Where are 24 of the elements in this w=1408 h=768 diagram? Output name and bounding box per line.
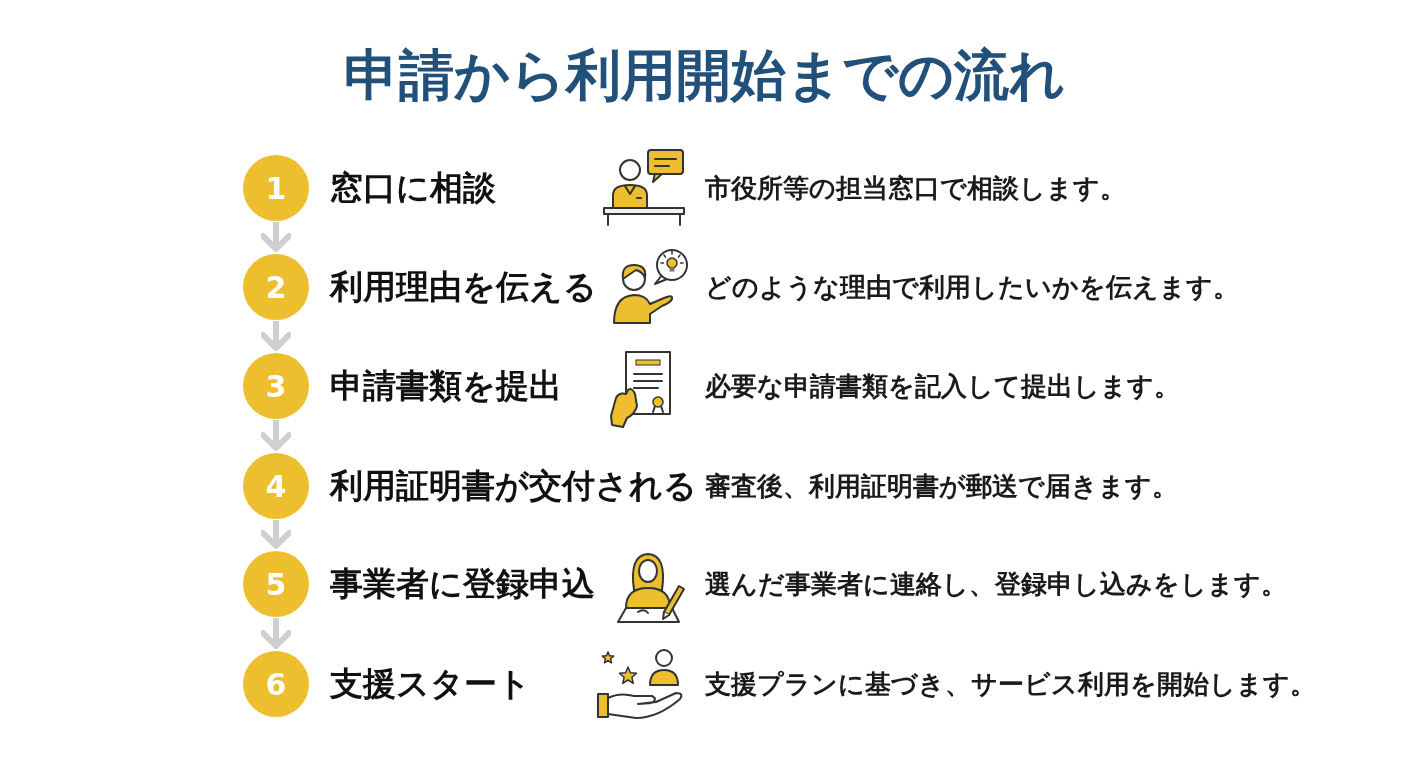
step-circle: 6	[243, 651, 309, 717]
step-circle: 4	[243, 453, 309, 519]
arrow	[260, 321, 292, 351]
step-circle: 3	[243, 353, 309, 419]
step-title: 申請書類を提出	[330, 366, 562, 406]
step-title: 利用理由を伝える	[330, 267, 597, 307]
arrow	[260, 618, 292, 649]
step-description: 支援プランに基づき、サービス利用を開始します。	[705, 668, 1316, 700]
step-description: 審査後、利用証明書が郵送で届きます。	[705, 470, 1178, 502]
step-description: 市役所等の担当窓口で相談します。	[705, 172, 1126, 204]
step-title: 利用証明書が交付される	[330, 466, 697, 506]
step-description: どのような理由で利用したいかを伝えます。	[705, 271, 1239, 303]
step-title: 支援スタート	[330, 664, 531, 704]
arrow	[260, 222, 292, 252]
step-circle: 5	[243, 551, 309, 617]
step-title: 事業者に登録申込	[330, 564, 595, 604]
step-title: 窓口に相談	[330, 168, 496, 208]
step-circle: 1	[243, 155, 309, 221]
step-circle: 2	[243, 254, 309, 320]
arrow	[260, 420, 292, 451]
step-description: 選んだ事業者に連絡し、登録申し込みをします。	[705, 568, 1287, 600]
title: 申請から利用開始までの流れ	[342, 43, 1066, 107]
step-description: 必要な申請書類を記入して提出します。	[705, 370, 1180, 402]
arrow	[260, 520, 292, 549]
